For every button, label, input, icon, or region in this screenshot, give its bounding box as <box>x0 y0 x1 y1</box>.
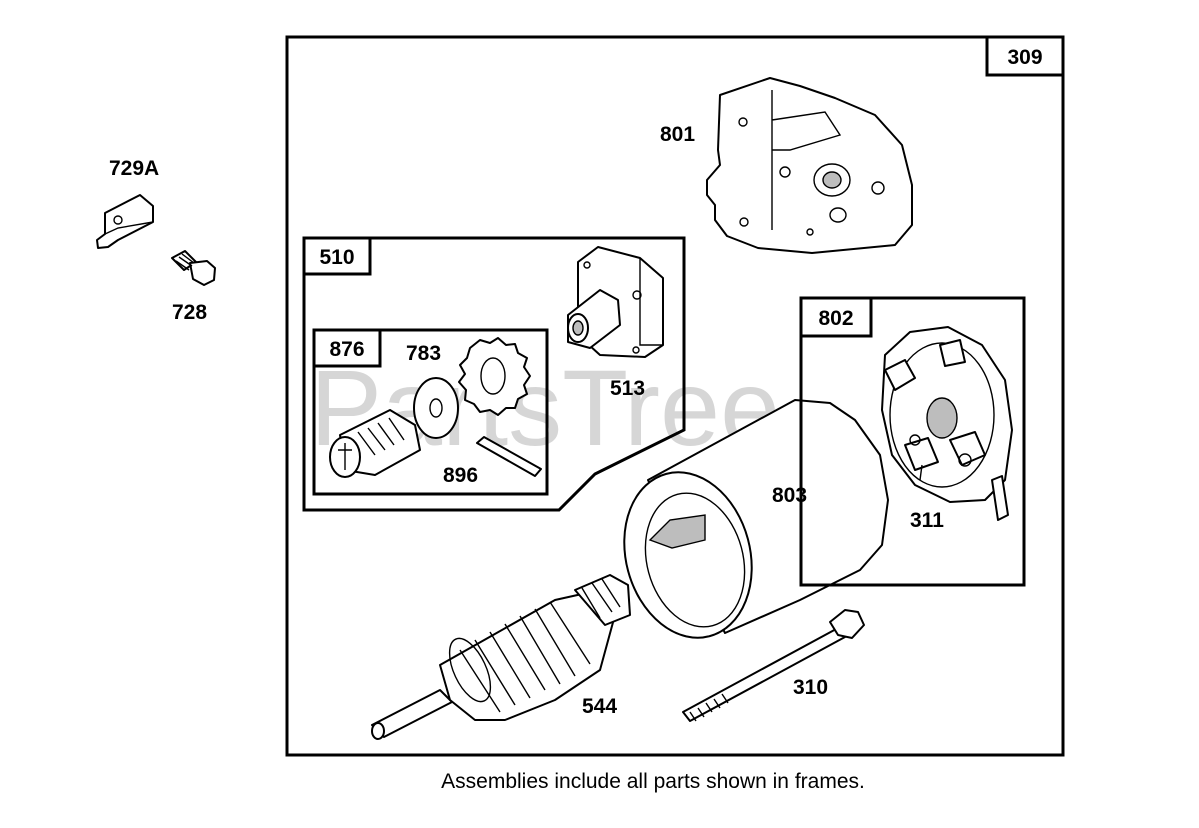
label-728: 728 <box>172 301 207 324</box>
label-729a: 729A <box>109 157 159 180</box>
label-783: 783 <box>406 342 441 365</box>
screw-728 <box>171 250 216 286</box>
frame-309: 309 <box>285 35 1065 757</box>
roll-pin-896 <box>476 436 542 477</box>
bracket-729a <box>96 194 154 249</box>
frame-label-802: 802 <box>818 307 853 330</box>
caption: Assemblies include all parts shown in fr… <box>441 770 865 793</box>
drive-housing-513 <box>567 246 664 358</box>
frame-label-510: 510 <box>319 246 354 269</box>
end-cap-801 <box>706 77 913 254</box>
frame-802: 802 <box>799 296 1026 587</box>
frame-label-876: 876 <box>329 338 364 361</box>
label-544: 544 <box>582 695 617 718</box>
frame-510: 510 <box>302 236 686 512</box>
label-803: 803 <box>772 484 807 507</box>
pinion-gear-783 <box>413 337 531 439</box>
spring-assembly <box>329 409 421 478</box>
thru-bolt-310 <box>682 609 865 722</box>
armature-544 <box>371 574 631 740</box>
label-513: 513 <box>610 377 645 400</box>
label-801: 801 <box>660 123 695 146</box>
frame-876: 876 <box>312 328 549 496</box>
housing-803 <box>623 399 889 639</box>
label-896: 896 <box>443 464 478 487</box>
frame-label-309: 309 <box>1007 46 1042 69</box>
label-311: 311 <box>910 509 944 532</box>
brush-plate <box>881 326 1013 521</box>
label-310: 310 <box>793 676 828 699</box>
